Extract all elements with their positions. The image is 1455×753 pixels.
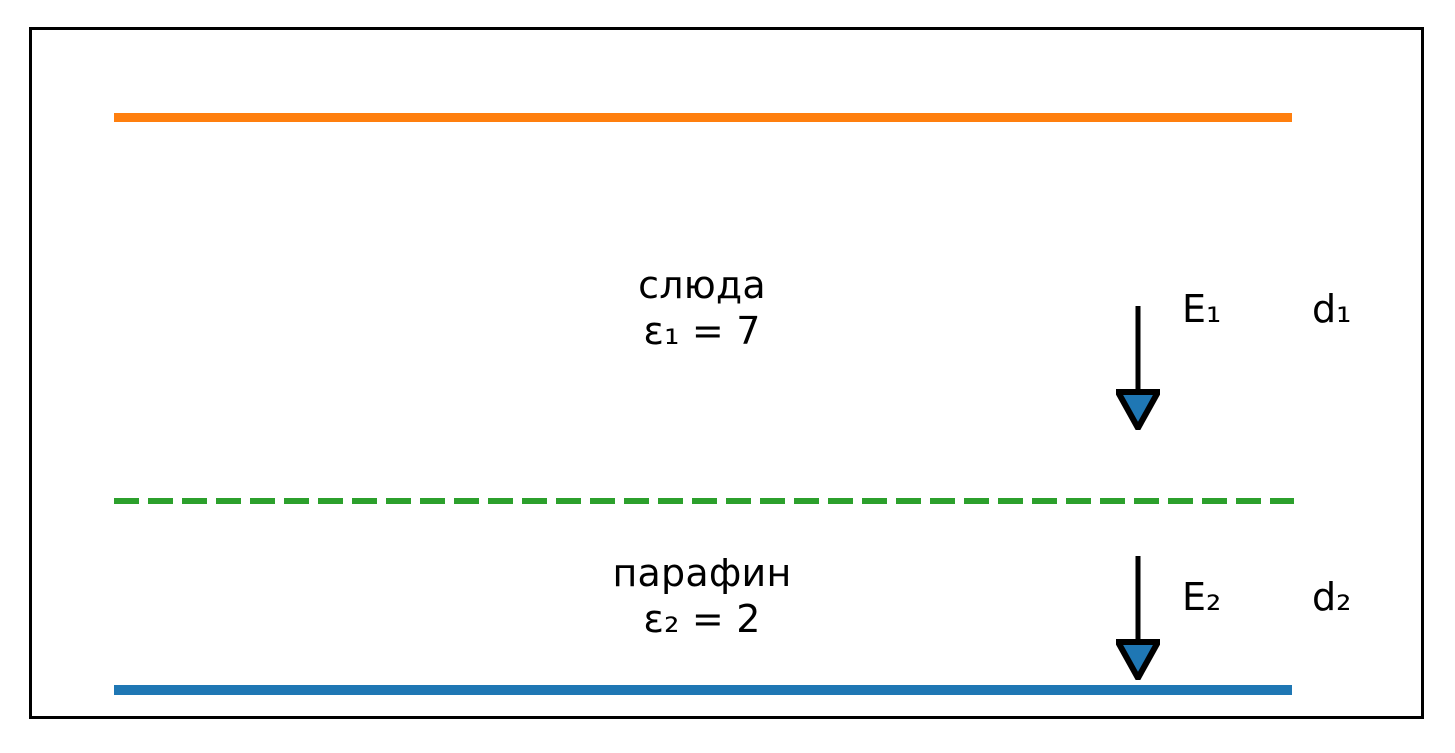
field-arrow-lower-icon [1116, 556, 1160, 680]
bottom-plate-bar [114, 685, 1292, 695]
thickness-label-d1: d₁ [1312, 287, 1352, 331]
upper-layer-permittivity: ε₁ = 7 [643, 309, 761, 353]
thickness-label-d2: d₂ [1312, 575, 1352, 619]
field-arrow-upper-icon [1116, 306, 1160, 430]
dielectric-interface-line [114, 498, 1294, 504]
upper-layer-material: слюда [638, 263, 766, 307]
dashed-line-icon [114, 498, 1294, 504]
field-label-e2: E₂ [1182, 575, 1222, 619]
lower-layer-label: парафин ε₂ = 2 [502, 550, 902, 642]
upper-layer-label: слюда ε₁ = 7 [502, 262, 902, 354]
lower-layer-permittivity: ε₂ = 2 [643, 597, 761, 641]
top-plate-bar [114, 113, 1292, 122]
figure-border: слюда ε₁ = 7 парафин ε₂ = 2 E₁ d₁ E₂ d₂ [29, 27, 1424, 719]
field-label-e1: E₁ [1182, 287, 1222, 331]
lower-layer-material: парафин [612, 551, 792, 595]
